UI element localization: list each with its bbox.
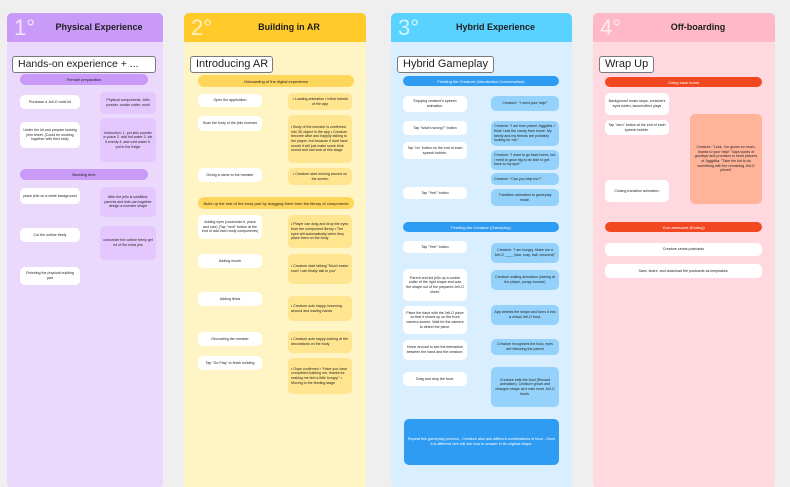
step-note[interactable]: Adding mouth [198,254,262,268]
response-note[interactable]: Transition animation to gameplay mode. [491,189,559,206]
step-note[interactable]: Tap "Yes!" button [403,187,467,199]
step-note[interactable]: Tap "Go Play" to finish building [198,356,262,370]
column-number: 1° [14,15,36,40]
step-note[interactable]: Tap "Yes!" button [403,241,467,253]
response-note[interactable]: Creature: "I am from planet Jiggylitta. … [491,121,559,146]
step-note[interactable]: Adding eyes (customize it, place and siz… [198,215,262,239]
response-note[interactable]: • Loading animation • Initial tutorial o… [288,93,352,110]
step-note[interactable]: Hover around to see the interaction betw… [403,340,467,360]
column-header-building-ar[interactable]: 2° Building in AR [184,13,366,42]
step-note[interactable]: Drag and drop the food. [403,372,467,386]
step-note[interactable]: Save, share, and download the postcards … [605,264,762,278]
step-note[interactable]: Finishing the physical building part [20,267,80,285]
stage-band[interactable]: Female preparation [20,74,148,85]
column-off-boarding[interactable]: Wrap Up Going back home Background music… [593,42,775,487]
step-note[interactable]: Tap "no" button on the end of each speec… [403,142,467,159]
section-title[interactable]: Hybrid Gameplay [397,56,494,73]
column-header-physical[interactable]: 1° Physical Experience [7,13,163,42]
step-note[interactable]: Cut the outline freely [20,228,80,242]
stage-band[interactable]: Going back home [605,77,762,87]
response-note[interactable]: Creature: "Look, I've grown so much, tha… [690,114,762,204]
section-title[interactable]: Introducing AR [190,56,273,73]
response-note[interactable]: App detects the shape and turns it into … [491,305,559,325]
response-note[interactable]: Creature eats the food (Reward animation… [491,367,559,407]
column-title: Physical Experience [55,22,143,32]
response-note[interactable]: • Creature start talking "Much easier no… [288,254,352,284]
step-note[interactable]: Creature sends postcards [605,243,762,256]
response-note[interactable]: • Creature acts happy, bouncing around a… [288,296,352,321]
stage-band[interactable]: Feeding the Creature (Introduction Conve… [403,76,559,86]
column-physical-experience[interactable]: Hands-on experience + ... Female prepara… [7,42,163,487]
stage-band[interactable]: Onboarding of the digital experience [198,75,354,87]
column-number: 2° [191,15,213,40]
step-note[interactable]: Enjoying creature's speech animation. [403,96,467,112]
step-note[interactable]: Place the hand with the Jell-O piece so … [403,306,467,334]
column-header-hybrid[interactable]: 3° Hybrid Experience [391,13,572,42]
response-note[interactable]: • Player can drag and drop the eyes from… [288,215,352,248]
response-note[interactable]: Creature waiting animation (staring at t… [491,270,559,290]
stage-band[interactable]: Bonding time [20,169,148,180]
response-note[interactable]: Physical components: Jello powder, cooki… [100,92,156,114]
response-note[interactable]: customize the outline freely get rid of … [100,226,156,260]
stage-band[interactable]: Feeding the Creature (Gameplay) [403,222,559,232]
column-number: 3° [398,15,420,40]
response-note[interactable]: After the jello is solidified, parents a… [100,187,156,217]
step-note[interactable]: Parent and kid jello up a cookie cutter … [403,269,467,301]
column-number: 4° [600,15,622,40]
response-note[interactable]: Instruction: 1. put jello powder in plac… [100,118,156,162]
section-title[interactable]: Hands-on experience + ... [12,56,156,73]
step-note[interactable]: Purchase a Jell-O mold kit [20,95,80,109]
response-note[interactable]: Creature: "Can you help me?" [491,173,559,185]
response-note[interactable]: Creature: "I am hungry. Make me a Jell-O… [491,243,559,263]
step-note[interactable]: Adding limbs [198,292,262,306]
step-note[interactable]: Tap "what's wrong?" button [403,121,467,135]
column-hybrid-experience[interactable]: Hybrid Gameplay Feeding the Creature (In… [391,42,572,487]
summary-note[interactable]: Repeat this gameplay process - Creature … [404,419,559,465]
column-header-offboarding[interactable]: 4° Off-boarding [593,13,775,42]
response-note[interactable]: Creature: "I need your help!" [491,96,559,111]
section-title[interactable]: Wrap Up [599,56,654,73]
response-note[interactable]: Creature recognizes the food, eyes are f… [491,339,559,355]
column-title: Hybrid Experience [455,22,536,32]
response-note[interactable]: • Body of the monster is confirmed into … [288,115,352,163]
response-note[interactable]: • Oops confirmed • "Have you have comple… [288,358,352,394]
stage-band[interactable]: Your awesome (Ending) [605,222,762,232]
column-building-in-ar[interactable]: Introducing AR Onboarding of the digital… [184,42,366,487]
response-note[interactable]: • Creature acts happy looking at the dec… [288,331,352,353]
step-note[interactable]: Tap "zero" button at the end of each spe… [605,120,669,135]
step-note[interactable]: Background music stops, creature's eyes … [605,93,669,115]
step-note[interactable]: Under the kit and prepare looking jello … [20,122,80,148]
step-note[interactable]: Giving a name to the monster [198,168,262,182]
column-title: Off-boarding [670,22,726,32]
response-note[interactable]: • Creature start moving around on the sc… [288,168,352,185]
step-note[interactable]: Closing transition animation. [605,180,669,202]
step-note[interactable]: Decorating the monster [198,332,262,346]
step-note[interactable]: Scan the body of the jello monster [198,116,262,131]
column-title: Building in AR [258,22,320,32]
step-note[interactable]: place jello on a white background [20,188,80,204]
response-note[interactable]: Creature: "I want to go back home, but I… [491,150,559,170]
stage-band[interactable]: Build up the rest of the body part by dr… [198,197,354,209]
step-note[interactable]: Open the application [198,94,262,107]
